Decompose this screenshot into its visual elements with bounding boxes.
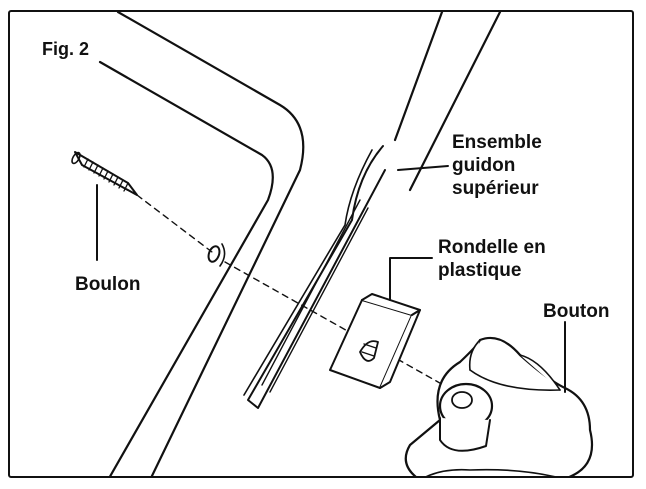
upper-handle-assembly [243,12,502,409]
label-line: guidon [452,155,516,176]
figure-title: Fig. 2 [42,39,90,59]
label-line: supérieur [452,178,539,199]
bolt [71,151,138,196]
label-knob: Bouton [543,301,610,322]
alignment-line [136,194,471,401]
label-plastic-washer: Rondelle en plastique [438,236,546,282]
knob [404,336,594,476]
plastic-washer [329,293,421,389]
lower-handle-frame [98,12,305,476]
frame-hole [207,243,226,267]
label-upper-handle-assembly: Ensemble guidon supérieur [452,131,542,200]
leader-lines [96,165,566,393]
label-line: plastique [438,260,522,281]
label-line: Ensemble [452,132,542,153]
label-line: Rondelle en [438,237,546,258]
label-bolt: Boulon [75,274,141,295]
